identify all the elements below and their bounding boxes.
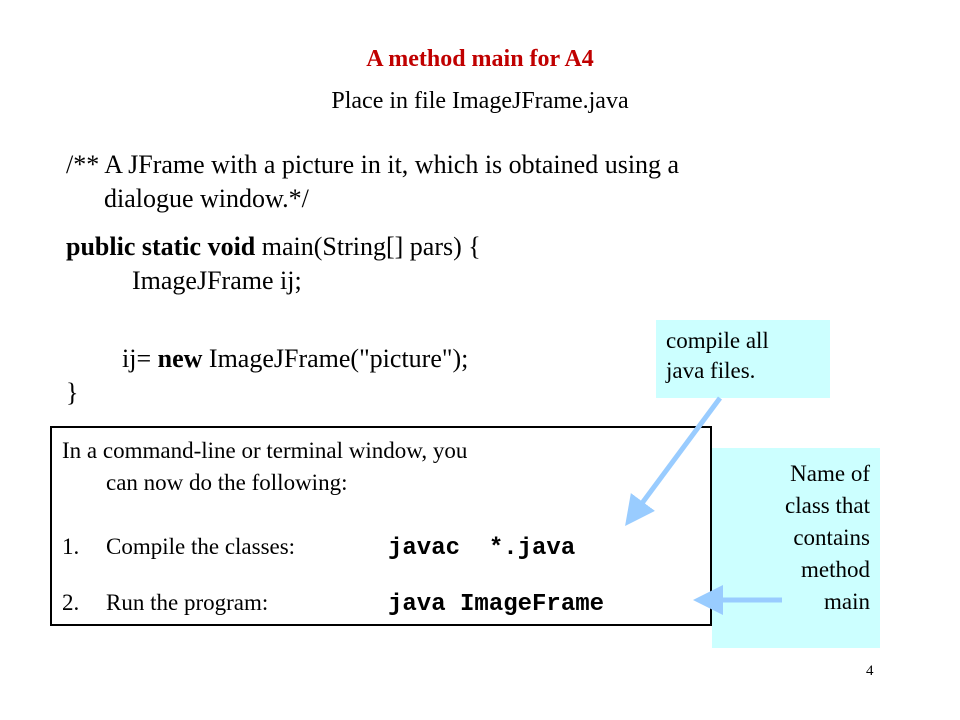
callout-class-line-3: contains [793, 525, 870, 550]
arrow-to-javac [625, 396, 723, 527]
callout-compile: compile all java files. [656, 320, 830, 398]
step-2-command: java ImageFrame [388, 591, 605, 618]
step-1-number: 1. [62, 534, 80, 559]
callout-compile-line-1: compile all [666, 328, 769, 353]
callout-class-line-4: method [801, 557, 870, 582]
step-2-number: 2. [62, 590, 80, 615]
code-assignment: ij= new ImageJFrame("picture"); [122, 344, 468, 374]
command-intro-line-1: In a command-line or terminal window, yo… [62, 438, 468, 463]
callout-class-line-5: main [824, 589, 870, 614]
page-number: 4 [866, 663, 874, 679]
step-1-label: Compile the classes: [106, 534, 296, 559]
command-step-2: 2. [62, 588, 79, 618]
callout-class-line-2: class that [785, 493, 870, 518]
code-assign-prefix: ij= [122, 344, 158, 373]
slide-title: A method main for A4 [366, 46, 594, 72]
step-1-command: javac *.java [388, 535, 576, 562]
code-assign-rest: ImageJFrame("picture"); [202, 344, 469, 373]
slide-subtitle: Place in file ImageJFrame.java [331, 88, 629, 114]
code-comment-line-1: /** A JFrame with a picture in it, which… [66, 150, 680, 179]
code-signature-rest: main(String[] pars) { [255, 232, 481, 261]
code-declaration: ImageJFrame ij; [132, 266, 302, 295]
command-step-1: 1. [62, 532, 79, 562]
code-close-brace: } [66, 378, 79, 407]
code-comment-line-2: dialogue window.*/ [104, 184, 309, 213]
code-keyword-new: new [157, 344, 203, 373]
callout-class-line-1: Name of [790, 461, 870, 486]
step-2-label: Run the program: [106, 590, 269, 615]
command-intro-line-2: can now do the following: [106, 470, 348, 495]
code-keyword-modifiers: public static void [66, 232, 256, 261]
code-method-signature: public static void main(String[] pars) { [66, 232, 481, 262]
callout-compile-line-2: java files. [666, 358, 756, 383]
command-box: In a command-line or terminal window, yo… [50, 426, 712, 626]
callout-class-name: Name of class that contains method main [712, 448, 880, 648]
